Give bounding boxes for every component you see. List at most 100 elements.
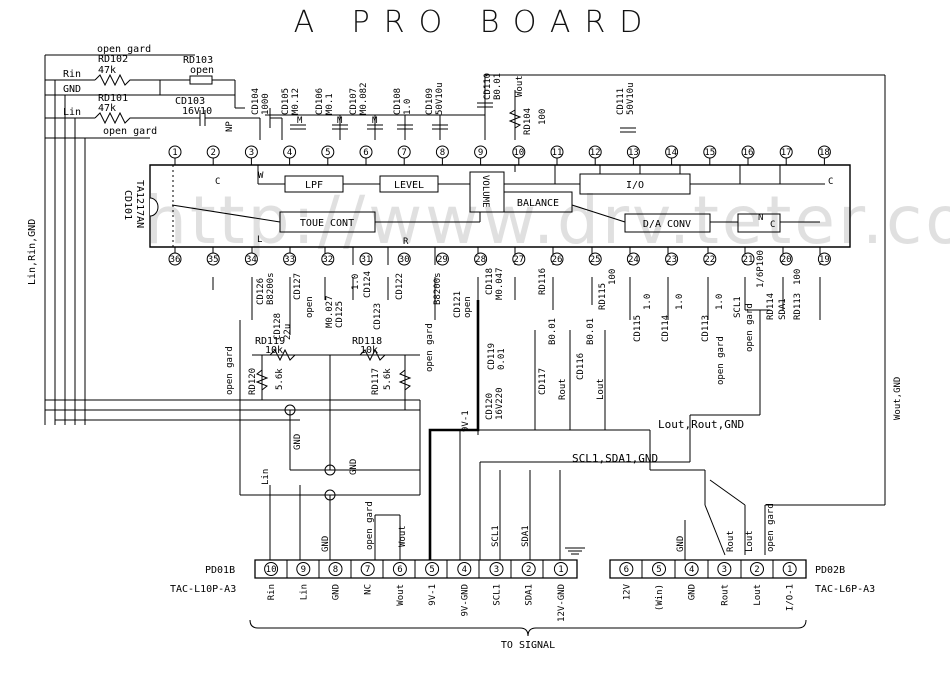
label-rd101-val: 47k bbox=[98, 103, 116, 114]
ic-pin-33: 33 bbox=[284, 253, 296, 265]
ic-pin-number: 1 bbox=[172, 148, 177, 158]
label-cd105: CD105 bbox=[281, 88, 291, 115]
ic-pin-36: 36 bbox=[169, 253, 181, 265]
connector-pin-1: 1I/O-1 bbox=[783, 563, 796, 611]
ic-pin-number: 35 bbox=[208, 255, 219, 265]
label-rd120: RD120 bbox=[248, 368, 258, 395]
ic-pin-number: 13 bbox=[628, 148, 639, 158]
label-sda1-ic: SDA1 bbox=[778, 298, 788, 320]
connector-pin-label: Rout bbox=[720, 584, 730, 606]
label-cd108-val: 1.0 bbox=[403, 99, 413, 115]
ic-pin-number: 22 bbox=[704, 255, 715, 265]
connector-pin-number: 4 bbox=[462, 565, 467, 575]
block-balance: BALANCE bbox=[517, 198, 559, 209]
label-cd125-val: M0.027 bbox=[325, 295, 335, 328]
label-rd119: RD119 bbox=[255, 336, 285, 347]
connector-pin-label: 9V-1 bbox=[428, 584, 438, 606]
label-sda1-conn: SDA1 bbox=[521, 525, 531, 547]
label-lin: Lin bbox=[63, 107, 81, 118]
ic-pin-22: 22 bbox=[704, 253, 716, 265]
label-cd128: CD128 bbox=[273, 313, 283, 340]
label-cd113-val: 1.0 bbox=[715, 294, 725, 310]
ic-pin-number: 20 bbox=[781, 255, 792, 265]
label-cd124-val: 1.0 bbox=[351, 274, 361, 290]
label-cd118-val: M0.047 bbox=[495, 267, 505, 300]
connector-pin-4: 4 9V-GND bbox=[458, 563, 471, 617]
ic-pin-number: 8 bbox=[440, 148, 445, 158]
ic-pin-17: 17 bbox=[780, 146, 792, 165]
connector-pin-label: SDA1 bbox=[525, 584, 535, 606]
label-9v1: 9V-1 bbox=[461, 410, 471, 432]
label-cd103-val: 16V10 bbox=[182, 106, 212, 117]
footer-to-signal: TO SIGNAL bbox=[501, 640, 555, 651]
label-cd115-val: 1.0 bbox=[643, 294, 653, 310]
label-rd118: RD118 bbox=[352, 336, 382, 347]
ic-r-label: R bbox=[403, 237, 409, 247]
label-rd103-val: open bbox=[190, 65, 214, 76]
ic-c-right: C bbox=[828, 177, 833, 187]
connector-pin-label: 9V-GND bbox=[460, 584, 470, 617]
ic-part: TA1217AN bbox=[134, 180, 145, 228]
ic-pin-30: 30 bbox=[398, 253, 410, 265]
connector-left-ref: PD01B bbox=[205, 565, 235, 576]
label-np: NP bbox=[225, 121, 235, 132]
ic-pin-number: 18 bbox=[819, 148, 830, 158]
label-gnd-conn-right: GND bbox=[676, 536, 686, 552]
connector-pin-5: 5(Win) bbox=[653, 563, 666, 611]
ic-pin-number: 23 bbox=[666, 255, 677, 265]
label-rd104: RD104 bbox=[523, 108, 533, 135]
ic-pin-number: 15 bbox=[704, 148, 715, 158]
connector-pin-number: 2 bbox=[526, 565, 531, 575]
ic-pin-number: 29 bbox=[437, 255, 448, 265]
ic-l-label: L bbox=[257, 235, 262, 245]
ic-pin-14: 14 bbox=[666, 146, 678, 165]
connector-pin-number: 7 bbox=[365, 565, 370, 575]
label-cd107-val: M0.082 bbox=[359, 82, 369, 115]
label-scl1-conn: SCL1 bbox=[491, 525, 501, 547]
ic-pin-5: 5 bbox=[322, 146, 334, 165]
label-cd117: CD117 bbox=[538, 368, 548, 395]
ic-pin-number: 14 bbox=[666, 148, 677, 158]
ic-ref: CD101 bbox=[122, 190, 133, 220]
connector-pin-number: 6 bbox=[397, 565, 402, 575]
ic-pin-3: 3 bbox=[245, 146, 257, 165]
connector-pin-5: 59V-1 bbox=[426, 563, 439, 606]
connector-pin-label: Lout bbox=[753, 584, 763, 606]
label-cd123: CD123 bbox=[373, 303, 383, 330]
ic-pin-number: 11 bbox=[552, 148, 563, 158]
label-rd103: RD103 bbox=[183, 55, 213, 66]
ic-pin-2: 2 bbox=[207, 146, 219, 165]
ic-pin-24: 24 bbox=[627, 253, 639, 265]
connector-pin-number: 3 bbox=[494, 565, 499, 575]
label-rd114-val: 1/6P100 bbox=[756, 250, 766, 288]
ic-pin-number: 12 bbox=[590, 148, 601, 158]
ic-pin-8: 8 bbox=[436, 146, 448, 165]
connector-pin-label: (Win) bbox=[655, 584, 665, 611]
ic-pin-9: 9 bbox=[475, 146, 487, 165]
connector-right-part: TAC-L6P-A3 bbox=[815, 584, 875, 595]
label-cd113: CD113 bbox=[701, 315, 711, 342]
label-rd102-val: 47k bbox=[98, 65, 116, 76]
label-gnd-mid-1: GND bbox=[293, 434, 303, 450]
connector-pin-number: 6 bbox=[624, 565, 629, 575]
ic-pin-15: 15 bbox=[704, 146, 716, 165]
label-cd104-val: 1000 bbox=[261, 93, 271, 115]
label-rout-conn: Rout bbox=[726, 530, 736, 552]
ic-pin-number: 24 bbox=[628, 255, 639, 265]
label-cd119: CD119 bbox=[487, 343, 497, 370]
diagram-title: A PRO BOARD bbox=[294, 5, 657, 40]
label-cd109: CD109 bbox=[425, 88, 435, 115]
label-open-gard-ic-2: open gard bbox=[716, 336, 726, 385]
ic-pin-number: 21 bbox=[743, 255, 754, 265]
label-cd126: CD126 bbox=[256, 278, 266, 305]
ic-w-label: W bbox=[258, 171, 264, 181]
ic-pin-11: 11 bbox=[551, 146, 563, 165]
ic-c-left: C bbox=[215, 177, 220, 187]
label-rd101: RD101 bbox=[98, 93, 128, 104]
connector-pin-label: GND bbox=[688, 584, 698, 600]
